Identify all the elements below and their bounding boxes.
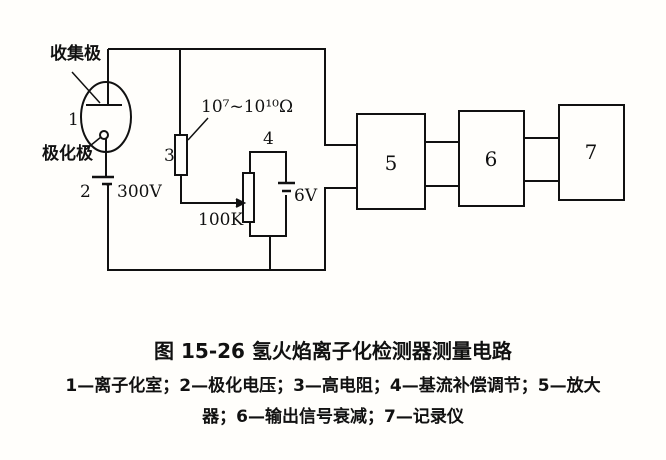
label-2: 2 <box>80 182 91 202</box>
resistance-range-label: 10⁷~10¹⁰Ω <box>201 97 294 117</box>
bottom-wire <box>107 186 357 271</box>
attenuator-block <box>458 110 525 207</box>
voltage-300v-label: 300V <box>117 182 162 202</box>
resistor-leader <box>187 117 209 141</box>
label-3: 3 <box>164 146 175 166</box>
high-resistor <box>174 134 188 176</box>
recorder-block <box>558 104 625 201</box>
voltage-6v-label: 6V <box>294 186 318 206</box>
battery-6v <box>278 181 295 193</box>
legend-line-2: 器；6—输出信号衰减；7—记录仪 <box>202 407 464 427</box>
label-1: 1 <box>68 110 79 130</box>
polarizer-leader <box>84 136 102 151</box>
potentiometer-100k <box>242 172 255 223</box>
battery-300v <box>92 175 114 186</box>
top-wire <box>108 48 357 146</box>
polarizing-electrode <box>99 130 109 140</box>
block-6-label: 6 <box>484 147 498 171</box>
block-7-label: 7 <box>584 140 598 164</box>
block-5-label: 5 <box>384 151 398 175</box>
collector-leader <box>71 71 101 104</box>
circuit-diagram <box>71 48 625 271</box>
label-4: 4 <box>263 129 274 149</box>
collector-label: 收集极 <box>50 44 101 64</box>
legend-line-1: 1—离子化室；2—极化电压；3—高电阻；4—基流补偿调节；5—放大 <box>65 376 601 396</box>
polarizer-label: 极化极 <box>42 144 93 164</box>
collector-electrode <box>86 49 122 106</box>
pot-value-label: 100K <box>198 210 244 230</box>
amplifier-block <box>356 113 426 210</box>
figure-caption: 图 15-26 氢火焰离子化检测器测量电路 <box>154 339 512 363</box>
